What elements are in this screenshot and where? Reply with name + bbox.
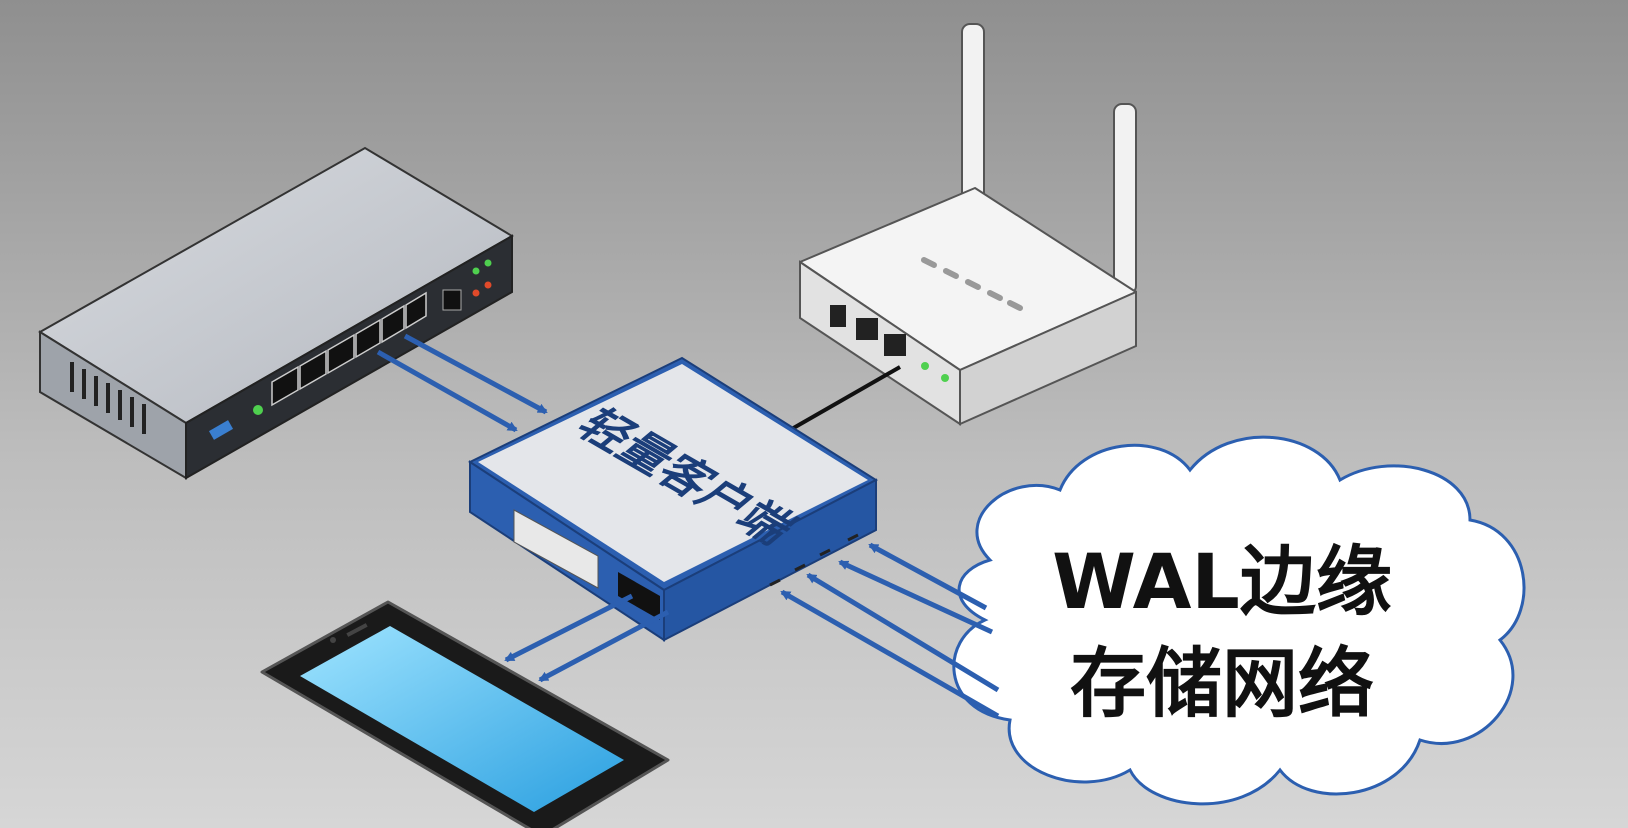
cloud-label-line2: 存储网络	[1070, 639, 1374, 728]
status-led-icon	[253, 405, 263, 415]
client-to-phone-arrows	[504, 593, 670, 683]
switch-to-client-arrows	[376, 333, 548, 433]
cloud-to-client-arrows	[780, 542, 1000, 719]
vent-slots-icon	[70, 362, 146, 434]
antenna-icon	[1113, 103, 1137, 295]
router-ports-icon	[830, 305, 906, 356]
wal-edge-storage-cloud: WAL边缘 存储网络	[952, 435, 1526, 806]
camera-icon	[330, 637, 336, 643]
antenna-icon	[961, 23, 985, 215]
io-grid-icon	[513, 509, 599, 589]
led-indicator-icon	[921, 257, 1023, 311]
console-port-icon	[442, 289, 462, 311]
router-cable	[789, 365, 901, 432]
smartphone	[260, 600, 670, 828]
status-led-icon	[484, 259, 492, 267]
usb-port-icon	[208, 420, 234, 440]
speaker-icon	[346, 623, 368, 637]
status-led-icon	[484, 281, 492, 289]
ethernet-ports-icon	[271, 291, 427, 407]
wifi-router	[799, 23, 1137, 426]
ethernet-port-icon	[618, 572, 660, 620]
lightweight-client: 轻量客户端	[467, 356, 879, 642]
status-led-icon	[472, 289, 480, 297]
status-led-icon	[941, 374, 949, 382]
status-led-icon	[472, 267, 480, 275]
cloud-label-line1: WAL边缘	[1052, 537, 1392, 626]
status-led-icon	[921, 362, 929, 370]
network-switch	[38, 146, 514, 480]
